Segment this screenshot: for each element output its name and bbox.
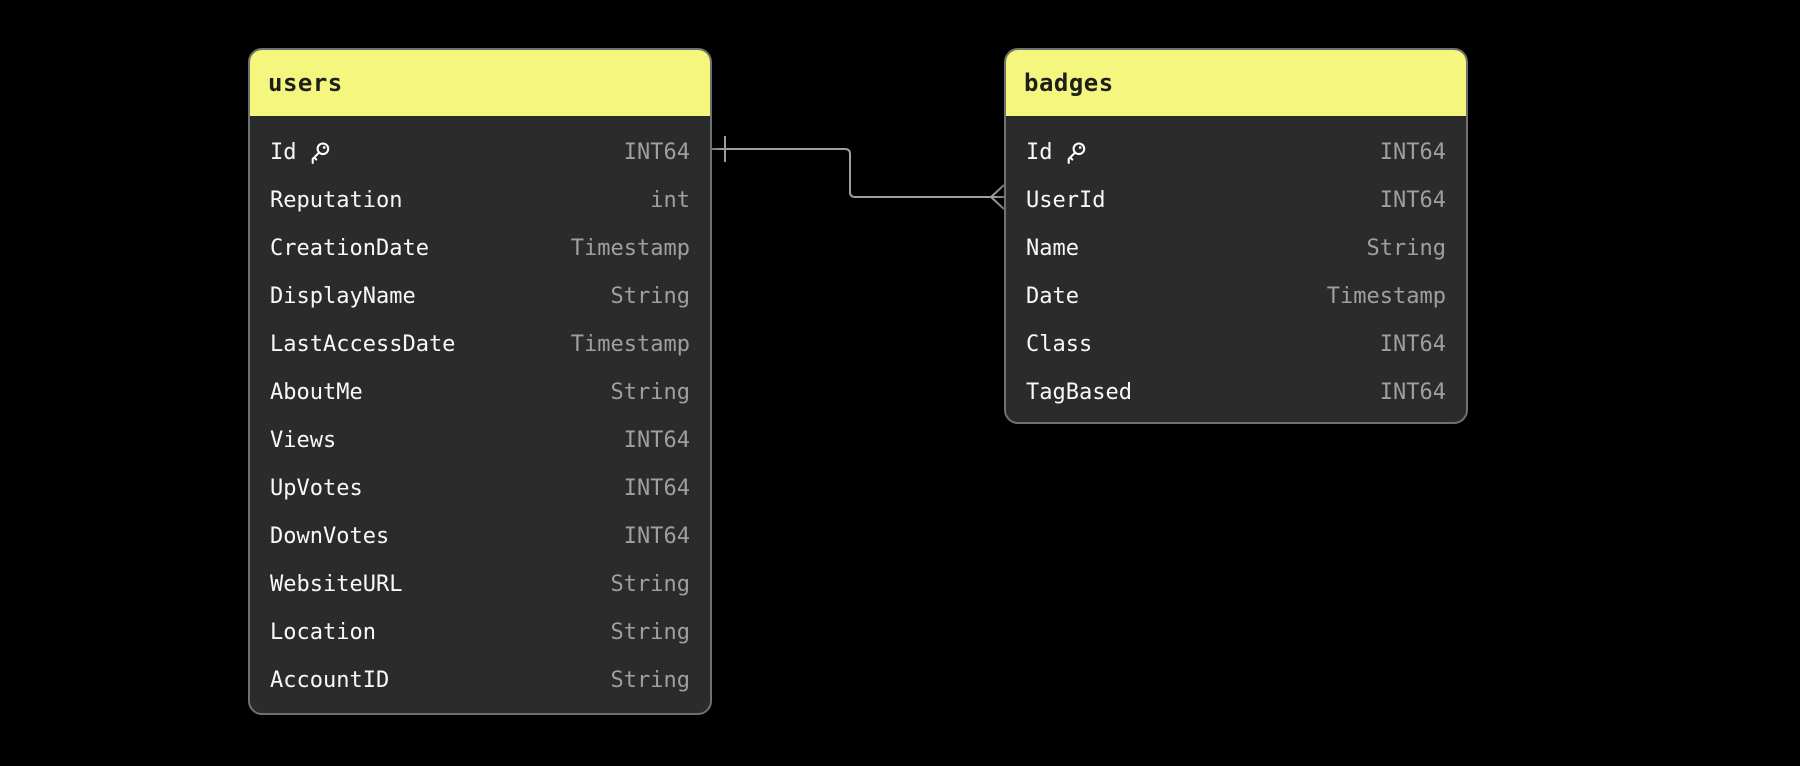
field-row-badges-userid[interactable]: UserId INT64 bbox=[1006, 176, 1466, 224]
primary-key-icon bbox=[1062, 140, 1088, 166]
field-row-badges-date[interactable]: Date Timestamp bbox=[1006, 272, 1466, 320]
field-type-label: String bbox=[610, 379, 690, 405]
field-name-label: Id bbox=[270, 139, 297, 165]
cardinality-many-marker bbox=[989, 184, 1005, 210]
field-type-label: INT64 bbox=[623, 475, 690, 501]
relationship-line-users-id-badges-userid[interactable] bbox=[712, 148, 991, 198]
field-row-users-upvotes[interactable]: UpVotes INT64 bbox=[250, 464, 710, 512]
field-name-label: Views bbox=[270, 427, 337, 453]
field-name-label: AccountID bbox=[270, 667, 390, 693]
field-row-badges-name[interactable]: Name String bbox=[1006, 224, 1466, 272]
field-type-label: INT64 bbox=[1379, 379, 1446, 405]
field-type-label: Timestamp bbox=[1326, 283, 1446, 309]
field-name-label: Id bbox=[1026, 139, 1053, 165]
field-name-label: Name bbox=[1026, 235, 1079, 261]
field-type-label: INT64 bbox=[623, 139, 690, 165]
field-type-label: String bbox=[610, 571, 690, 597]
field-row-users-location[interactable]: Location String bbox=[250, 608, 710, 656]
field-type-label: String bbox=[610, 619, 690, 645]
table-users-title: users bbox=[268, 69, 343, 97]
field-type-label: String bbox=[1366, 235, 1446, 261]
field-type-label: String bbox=[610, 667, 690, 693]
field-name-label: Date bbox=[1026, 283, 1079, 309]
field-row-badges-class[interactable]: Class INT64 bbox=[1006, 320, 1466, 368]
field-name-label: Class bbox=[1026, 331, 1093, 357]
field-name-label: WebsiteURL bbox=[270, 571, 403, 597]
field-row-badges-tagbased[interactable]: TagBased INT64 bbox=[1006, 368, 1466, 416]
field-row-badges-id[interactable]: Id INT64 bbox=[1006, 128, 1466, 176]
field-type-label: INT64 bbox=[623, 427, 690, 453]
field-name-label: Location bbox=[270, 619, 376, 645]
field-name-label: UpVotes bbox=[270, 475, 363, 501]
field-type-label: Timestamp bbox=[570, 235, 690, 261]
field-type-label: INT64 bbox=[1379, 331, 1446, 357]
field-name-label: LastAccessDate bbox=[270, 331, 456, 357]
field-row-users-creationdate[interactable]: CreationDate Timestamp bbox=[250, 224, 710, 272]
field-type-label: Timestamp bbox=[570, 331, 690, 357]
field-name-label: TagBased bbox=[1026, 379, 1132, 405]
field-row-users-websiteurl[interactable]: WebsiteURL String bbox=[250, 560, 710, 608]
field-name-label: AboutMe bbox=[270, 379, 363, 405]
field-row-users-displayname[interactable]: DisplayName String bbox=[250, 272, 710, 320]
table-users-header[interactable]: users bbox=[250, 50, 710, 116]
field-name-label: UserId bbox=[1026, 187, 1106, 213]
field-name-label: DownVotes bbox=[270, 523, 390, 549]
field-name-label: Reputation bbox=[270, 187, 403, 213]
field-type-label: INT64 bbox=[1379, 139, 1446, 165]
field-row-users-id[interactable]: Id INT64 bbox=[250, 128, 710, 176]
table-badges-title: badges bbox=[1024, 69, 1114, 97]
primary-key-icon bbox=[306, 140, 332, 166]
field-type-label: int bbox=[650, 187, 690, 213]
field-row-users-lastaccessdate[interactable]: LastAccessDate Timestamp bbox=[250, 320, 710, 368]
field-row-users-aboutme[interactable]: AboutMe String bbox=[250, 368, 710, 416]
field-row-users-downvotes[interactable]: DownVotes INT64 bbox=[250, 512, 710, 560]
field-row-users-reputation[interactable]: Reputation int bbox=[250, 176, 710, 224]
field-name-label: DisplayName bbox=[270, 283, 416, 309]
field-row-users-accountid[interactable]: AccountID String bbox=[250, 656, 710, 704]
field-row-users-views[interactable]: Views INT64 bbox=[250, 416, 710, 464]
field-name-label: CreationDate bbox=[270, 235, 429, 261]
field-type-label: INT64 bbox=[1379, 187, 1446, 213]
table-badges-header[interactable]: badges bbox=[1006, 50, 1466, 116]
field-type-label: String bbox=[610, 283, 690, 309]
field-type-label: INT64 bbox=[623, 523, 690, 549]
